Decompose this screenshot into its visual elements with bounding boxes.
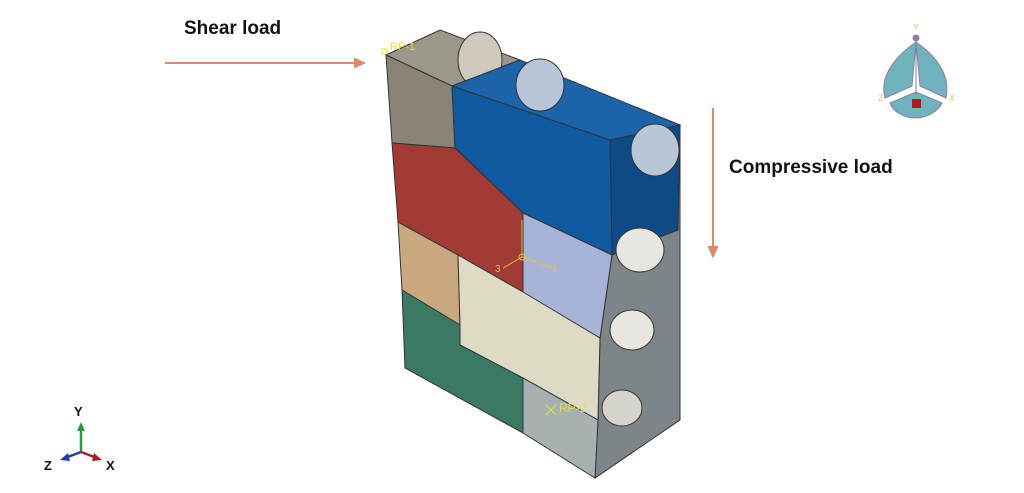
csys-label-1: 1 — [552, 264, 558, 275]
compressive-load-arrow — [707, 108, 719, 259]
triad-x-label: X — [106, 458, 115, 473]
local-csys: 3 1 — [495, 220, 558, 275]
csys-label-3: 3 — [495, 264, 501, 275]
axis-triad: Y Z X — [44, 404, 115, 473]
view-cube-upper — [883, 40, 948, 99]
view-cube-y-node — [912, 34, 920, 42]
cutout-top — [515, 58, 565, 112]
view-cube-x-label: X — [949, 93, 955, 103]
cutout-side-3 — [601, 389, 643, 427]
view-cube-y-label: Y — [913, 22, 919, 32]
shear-load-label: Shear load — [184, 18, 282, 39]
view-cube[interactable]: Y Z X — [878, 22, 955, 119]
block-bottom-gray — [522, 377, 599, 479]
shear-load-arrow — [165, 57, 367, 69]
reference-point-1-label: RP-1 — [390, 41, 415, 53]
cutout-side-2 — [609, 309, 655, 351]
reference-point-2-label: RP-2 — [559, 401, 587, 415]
reference-point-1[interactable]: RP-1 — [381, 41, 415, 55]
specimen-model[interactable] — [384, 29, 682, 479]
triad-z-label: Z — [44, 458, 52, 473]
reference-point-2[interactable]: RP-2 — [545, 401, 587, 416]
triad-y-label: Y — [74, 404, 83, 419]
cutout-side-1 — [615, 227, 665, 273]
view-cube-home[interactable] — [912, 99, 921, 108]
compressive-load-label: Compressive load — [729, 157, 893, 178]
view-cube-z-label: Z — [878, 93, 884, 103]
cutout-top-2 — [630, 123, 680, 177]
